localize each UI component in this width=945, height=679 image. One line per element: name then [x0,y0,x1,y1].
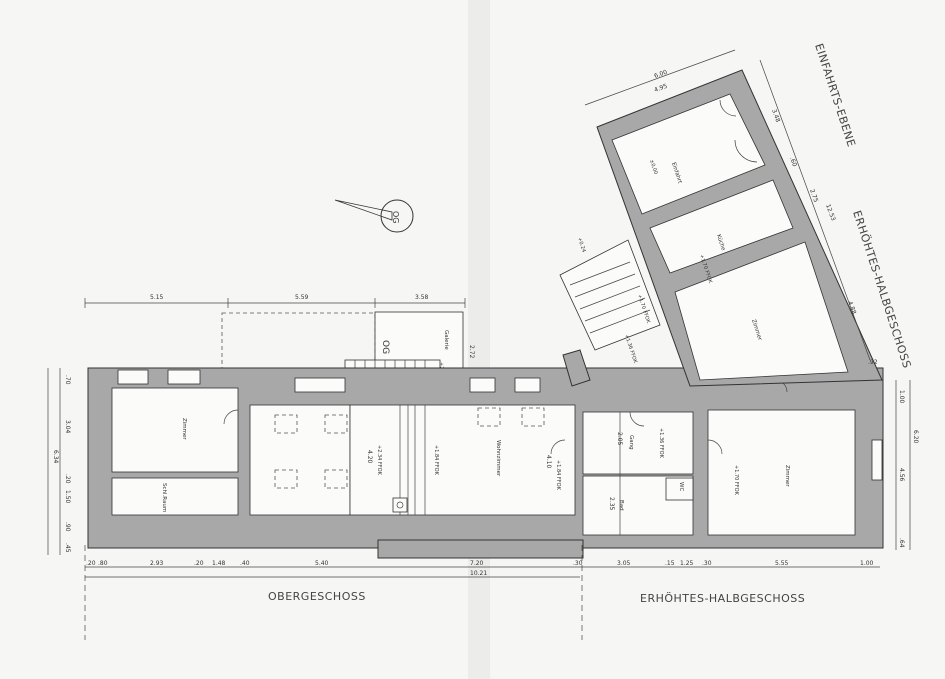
dim-label: .30 [573,560,583,567]
room-label-wohnzimmer: Wohnzimmer [495,440,501,477]
dim-label: 1.00 [898,390,905,404]
dim-label: 6.34 [52,450,59,464]
dim-label: 5.55 [775,560,789,567]
dim-label: 2.93 [150,560,164,567]
dim-label: .64 [898,538,905,548]
dim-label: .40 [240,560,250,567]
stove-icon [392,497,408,513]
dim-label: 7.20 [470,560,484,567]
room-label-schlafraum: Schl.Raum [161,483,167,512]
room-wc [665,477,694,501]
dim-label: 5.15 [150,294,164,301]
main-block [87,367,884,559]
top-dimension-line: 5.15 5.59 3.58 2.72 [84,294,475,359]
level-label: +2.34 FFOK [376,445,382,476]
svg-text:OG: OG [391,211,400,224]
label-einfahrts-ebene: EINFAHRTS-EBENE [812,42,858,149]
level-label: +1.84 FFOK [555,460,561,491]
dim-label: .15 [665,560,675,567]
room-einfahrt [611,93,766,215]
dim-label: 4.88 [846,300,857,315]
dim-label: 3.05 [617,560,631,567]
dim-label: 1.25 [680,560,694,567]
room-label-wc: WC [678,482,684,491]
room-label-zimmer-left: Zimmer [181,418,187,440]
dim-label: 3.58 [415,294,429,301]
dim-label: 4.20 [366,450,373,464]
dim-label: 4.10 [545,455,552,469]
dim-label: 1.50 [64,490,71,504]
dim-label: .70 [64,375,71,385]
dim-label: .92 [868,359,878,366]
level-label: +1.70 FFOK [733,465,739,496]
dim-label: 6.00 [653,69,668,80]
dim-label: 2.35 [608,497,615,511]
dim-label: 1.48 [212,560,226,567]
room-zimmer-left [111,387,239,473]
room-kueche [649,179,794,274]
dim-label: .80 [98,560,108,567]
dim-label: .30 [702,560,712,567]
dim-label: 6.20 [912,430,919,444]
room-zimmer-right [707,409,856,536]
room-label-zimmer-right: Zimmer [784,465,790,487]
dim-label: 1.00 [860,560,874,567]
dim-label: 3.04 [64,420,71,434]
level-label: ±0,00 [648,159,658,175]
left-dimensions: .70 3.04 6.34 .20 1.50 .90 .45 [47,368,71,555]
room-hall [249,404,351,516]
dim-label: 10.21 [470,570,487,577]
right-dimensions: 1.00 6.20 4.56 .64 [895,380,919,550]
dim-label: 4.56 [898,468,905,482]
dim-label: 5.59 [295,294,309,301]
dim-label: 12.53 [824,203,837,222]
level-label: +1.36 FFOK [623,334,638,365]
north-arrow-icon: OG [334,199,414,233]
dim-label: 5.40 [315,560,329,567]
dim-label: 2.72 [468,345,475,359]
room-label-kueche: Küche [715,234,726,252]
level-label: +1.84 FFOK [433,445,439,476]
dim-label: .60 [788,156,798,168]
dim-label: .20 [64,474,71,484]
label-erhoehtes-halbgeschoss: ERHÖHTES-HALBGESCHOSS [640,592,805,605]
dim-label: .45 [64,543,71,553]
bottom-dimensions: .20 .80 2.93 .20 1.48 .40 5.40 7.20 10.2… [84,545,880,640]
entry-wing [559,69,883,387]
dim-label: 2.05 [616,432,623,446]
dim-label: .20 [86,560,96,567]
dim-label: 2.75 [808,188,819,203]
dim-label: 4.95 [653,83,668,94]
dim-label: 3.48 [770,108,781,123]
level-label: +1.36 FFOK [658,428,664,459]
room-label-gang: Gang [628,435,634,450]
label-obergeschoss: OBERGESCHOSS [268,590,366,603]
og-marker: OG [380,340,390,354]
dim-label: .90 [64,522,71,532]
room-label-bad: Bad [618,500,624,511]
dim-label: .20 [194,560,204,567]
level-label: +0.24 [576,237,586,253]
room-label-galerie: Galerie [443,330,449,350]
room-wohnzimmer [349,404,576,516]
room-schlafraum [111,477,239,516]
room-zimmer-wing [674,241,849,381]
room-gang [582,411,694,475]
